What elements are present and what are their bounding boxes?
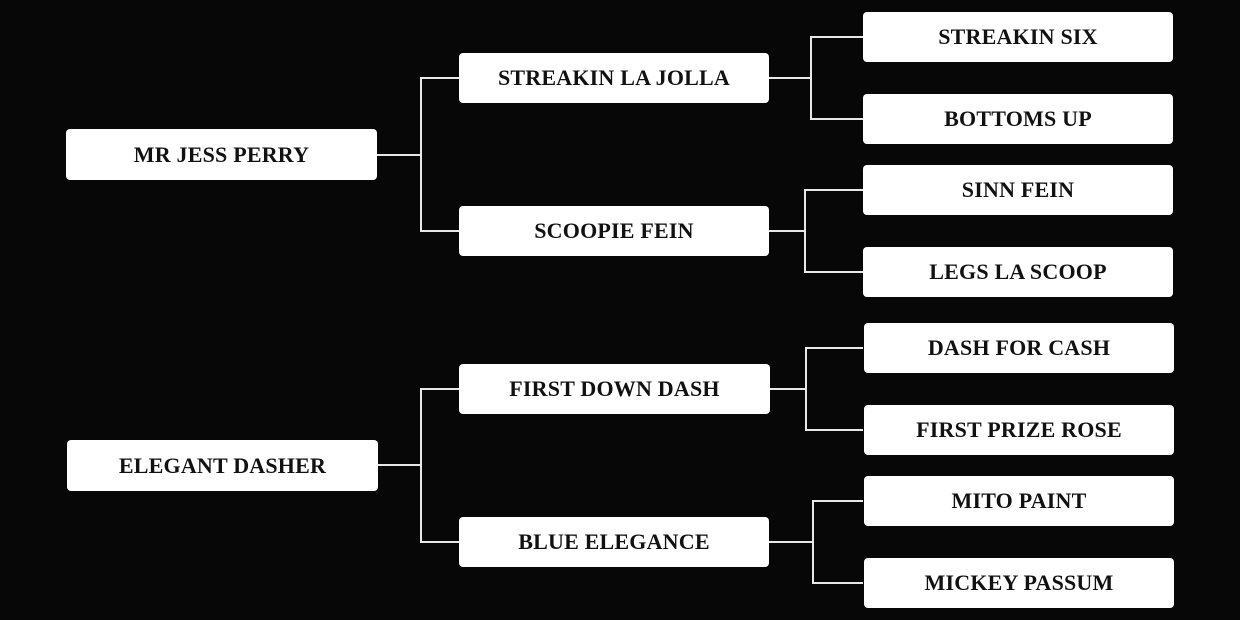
horse-dam-dam: BLUE ELEGANCE [459,517,769,567]
horse-sire-sire: STREAKIN LA JOLLA [459,53,769,103]
horse-sire: MR JESS PERRY [66,129,377,180]
horse-dam: ELEGANT DASHER [67,440,378,491]
horse-sire-sire-dam: BOTTOMS UP [863,94,1173,144]
horse-dam-sire-dam: FIRST PRIZE ROSE [864,405,1174,455]
horse-sire-dam-sire: SINN FEIN [863,165,1173,215]
horse-sire-dam: SCOOPIE FEIN [459,206,769,256]
horse-dam-dam-dam: MICKEY PASSUM [864,558,1174,608]
horse-dam-sire: FIRST DOWN DASH [459,364,770,414]
horse-dam-sire-sire: DASH FOR CASH [864,323,1174,373]
horse-dam-dam-sire: MITO PAINT [864,476,1174,526]
horse-sire-sire-sire: STREAKIN SIX [863,12,1173,62]
horse-sire-dam-dam: LEGS LA SCOOP [863,247,1173,297]
